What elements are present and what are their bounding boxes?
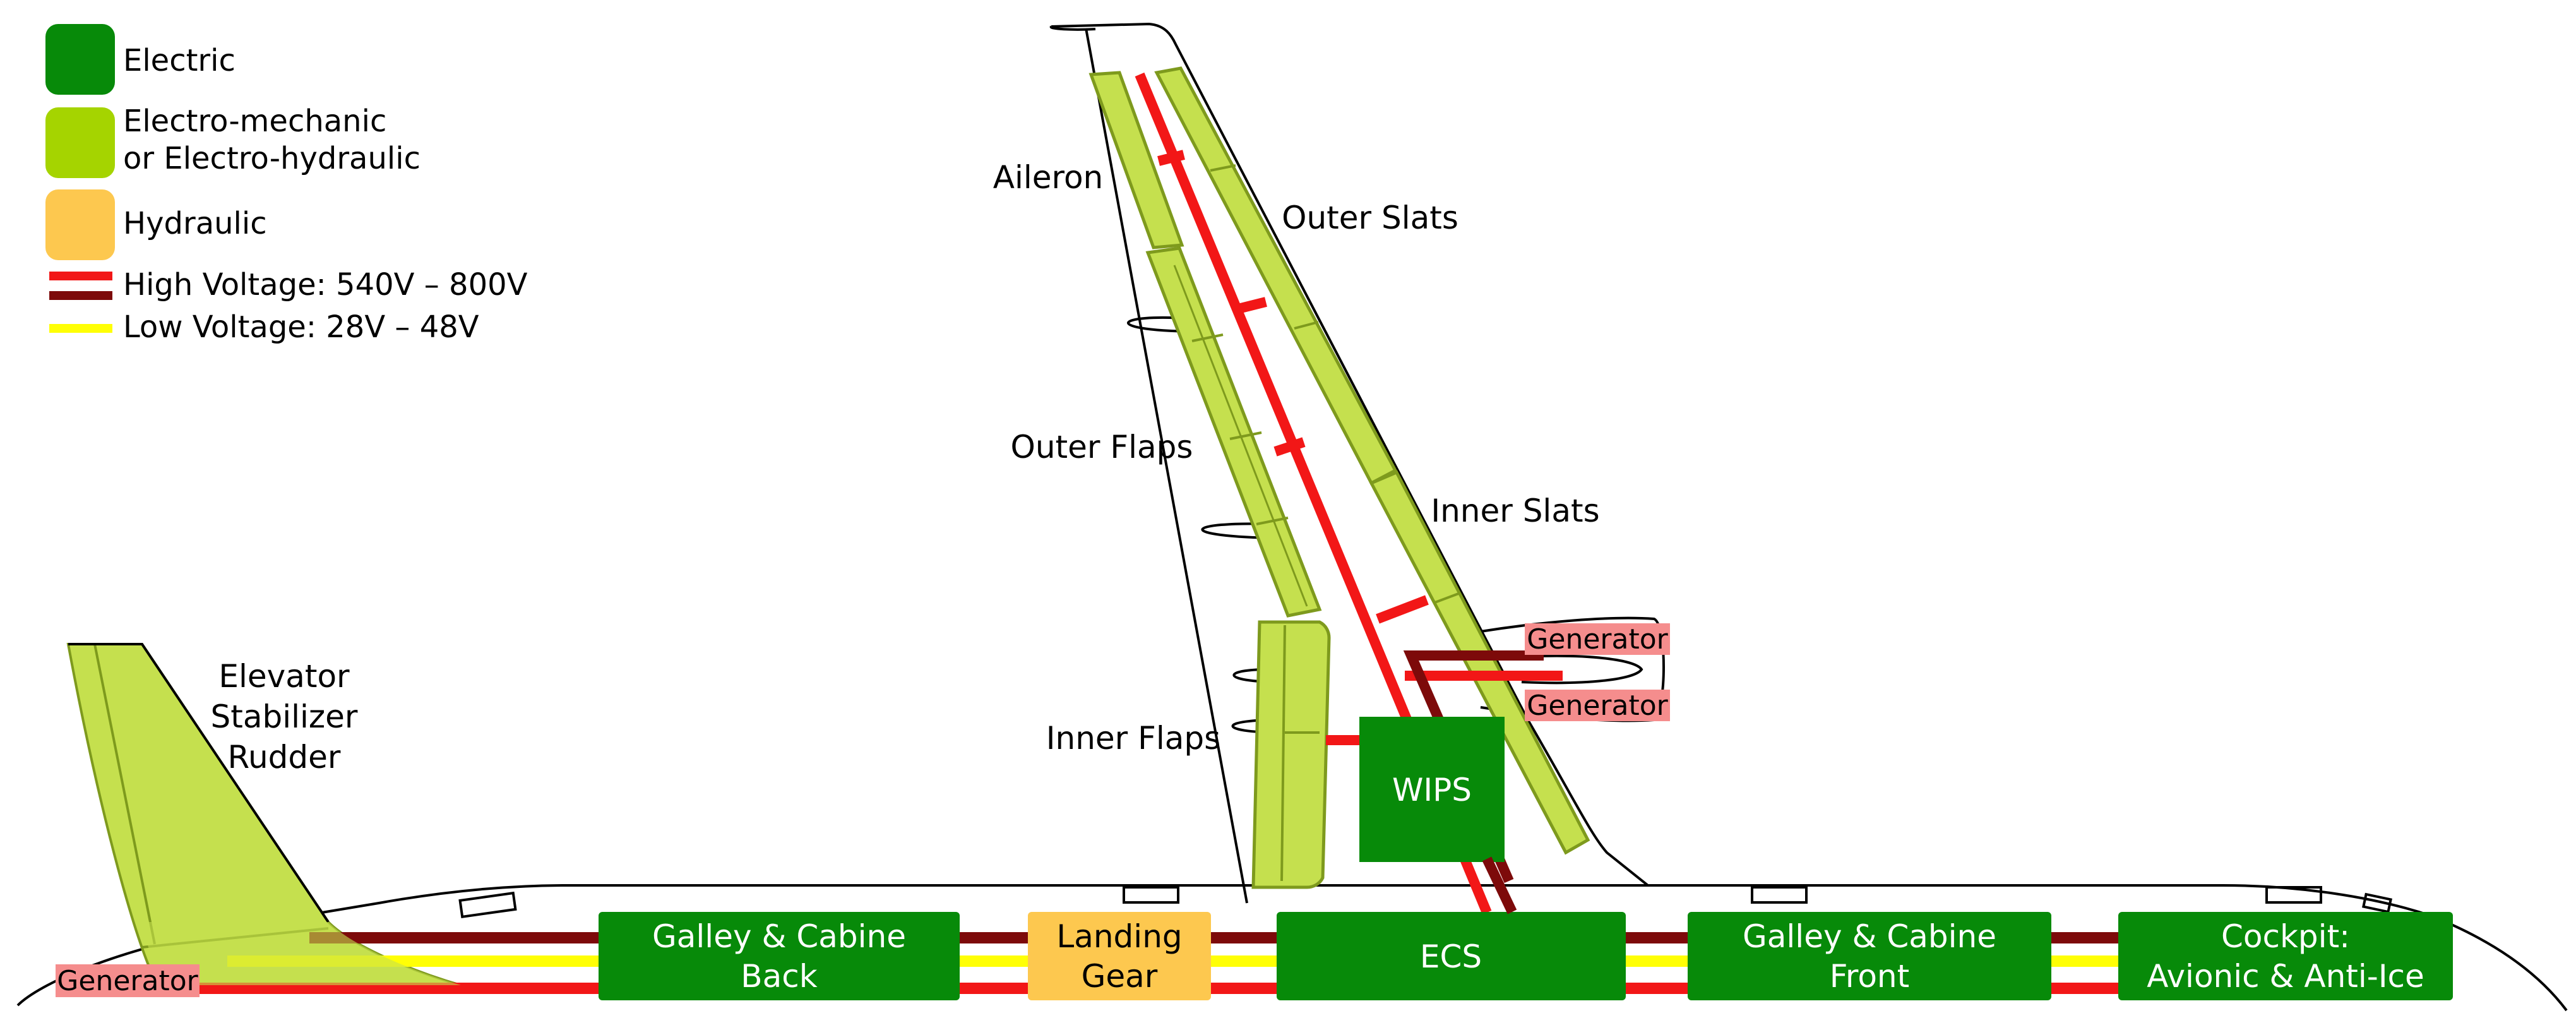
fuselage-outline: [16, 719, 2568, 1012]
tail-label-stabilizer: Stabilizer: [211, 698, 358, 735]
aileron-surface: [1088, 71, 1184, 249]
system-boxes: Galley & Cabine Back Landing Gear ECS Ga…: [599, 912, 2453, 1000]
legend-electro-label-line1: Electro-mechanic: [123, 104, 386, 139]
outer-flaps-surface: [1145, 246, 1322, 618]
label-aileron: Aileron: [993, 159, 1104, 196]
box-galley-back: [599, 912, 960, 1000]
wips-to-ecs-dark: [1482, 856, 1517, 914]
box-galley-front-line1: Galley & Cabine: [1743, 918, 1996, 955]
generator-engine-bottom: [1525, 690, 1670, 721]
box-cockpit-line2: Avionic & Anti-Ice: [2147, 958, 2424, 995]
tail-overlap: [142, 922, 461, 985]
box-landing-gear: [1028, 912, 1211, 1000]
box-galley-front: [1688, 912, 2051, 1000]
legend-electric-swatch: [45, 24, 115, 95]
wips-box: [1359, 717, 1505, 862]
box-galley-front-line2: Front: [1830, 958, 1909, 995]
label-inner-slats: Inner Slats: [1431, 493, 1599, 529]
label-outer-flaps: Outer Flaps: [1011, 429, 1193, 465]
label-inner-flaps: Inner Flaps: [1046, 720, 1220, 757]
wips-label: WIPS: [1392, 772, 1472, 808]
wing-control-surfaces: [1088, 66, 1590, 889]
legend-low-voltage-label: Low Voltage: 28V – 48V: [123, 309, 479, 345]
legend-hydraulic-swatch: [45, 189, 115, 260]
box-landing-gear-line1: Landing: [1056, 918, 1182, 955]
label-outer-slats: Outer Slats: [1282, 200, 1458, 236]
box-galley-back-line2: Back: [741, 958, 817, 995]
legend-electric-label: Electric: [123, 43, 236, 78]
legend-electro-swatch: [45, 107, 115, 178]
legend: Electric Electro-mechanic or Electro-hyd…: [45, 24, 528, 345]
generator-engine-top: [1525, 623, 1670, 655]
outer-slats-surface: [1154, 66, 1398, 486]
box-cockpit-line1: Cockpit:: [2221, 918, 2350, 955]
legend-electro-label-line2: or Electro-hydraulic: [123, 141, 420, 176]
box-galley-back-line1: Galley & Cabine: [652, 918, 906, 955]
generator-tail: [56, 964, 200, 997]
inner-flaps-surface: [1251, 620, 1331, 889]
tail-label-elevator: Elevator: [218, 658, 350, 695]
tail-label-rudder: Rudder: [228, 739, 341, 775]
box-ecs-label: ECS: [1420, 938, 1482, 975]
generator-engine-bottom-label: Generator: [1527, 690, 1668, 722]
generator-engine-top-label: Generator: [1527, 623, 1668, 656]
legend-high-voltage-label: High Voltage: 540V – 800V: [123, 267, 528, 302]
box-cockpit: [2118, 912, 2453, 1000]
box-landing-gear-line2: Gear: [1082, 958, 1158, 995]
legend-hydraulic-label: Hydraulic: [123, 206, 267, 241]
box-ecs: [1277, 912, 1626, 1000]
generator-tail-label: Generator: [57, 965, 198, 997]
